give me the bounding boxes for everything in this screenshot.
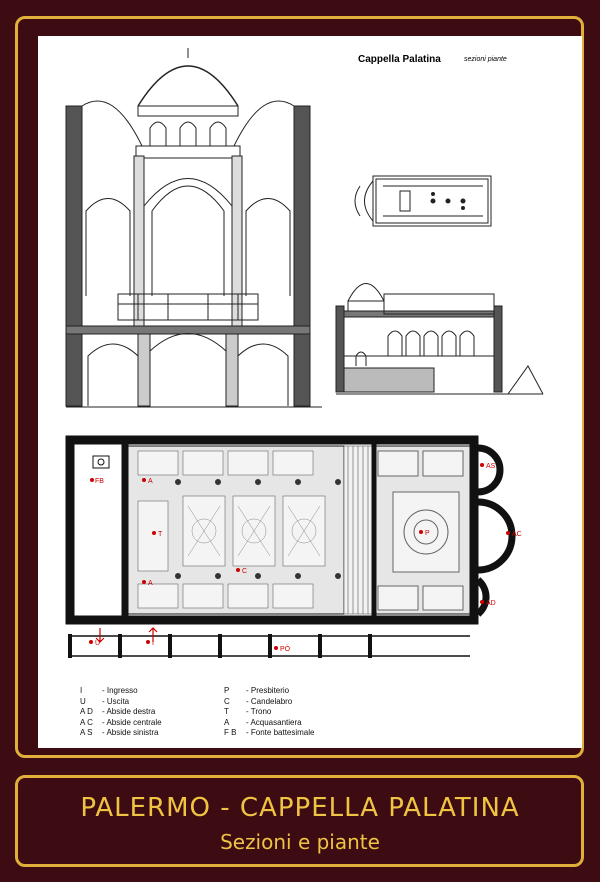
plan-label-markers <box>89 463 510 650</box>
label-ac: AC <box>512 531 522 538</box>
sheet-subtitle: sezioni piante <box>464 56 507 63</box>
legend-item: A C- Abside centrale <box>80 717 162 727</box>
label-a-top: A <box>148 478 153 485</box>
label-fb: FB <box>95 478 104 485</box>
label-i: I <box>152 640 154 647</box>
floor-plan <box>65 435 516 658</box>
legend-item: A S- Abside sinistra <box>80 728 159 737</box>
legend-item: P- Presbiterio <box>224 686 290 695</box>
label-u: U <box>95 640 100 647</box>
drawing-sheet: Cappella Palatina sezioni piante <box>38 36 582 748</box>
legend-left: I- Ingresso U- Uscita A D- Abside destra… <box>80 686 162 739</box>
small-plan <box>354 175 492 227</box>
label-as: AS <box>486 463 496 470</box>
label-a-bottom: A <box>148 580 153 587</box>
legend-right: P- Presbiterio C- Candelabro T- Trono A-… <box>224 686 314 739</box>
legend-item: A- Acquasantiera <box>224 717 302 727</box>
label-t: T <box>158 531 163 538</box>
caption-title: PALERMO - CAPPELLA PALATINA <box>80 793 520 823</box>
legend-item: F B- Fonte battesimale <box>224 728 315 737</box>
longitudinal-section <box>335 283 544 395</box>
legend-item: T- Trono <box>224 707 272 716</box>
transverse-section <box>65 48 322 408</box>
label-ad: AD <box>486 600 496 607</box>
sheet-title: Cappella Palatina <box>358 54 441 65</box>
caption-frame <box>15 775 584 867</box>
label-po: PÒ <box>280 644 291 653</box>
legend-item: A D- Abside destra <box>80 707 156 716</box>
label-c: C <box>242 568 247 575</box>
legend-item: I- Ingresso <box>80 686 138 695</box>
caption-subtitle: Sezioni e piante <box>220 830 380 854</box>
architectural-drawings: FB U I PÒ A T A C P AS AC AD <box>65 48 544 658</box>
legend-item: C- Candelabro <box>224 696 293 706</box>
label-p: P <box>425 530 430 537</box>
legend-item: U- Uscita <box>80 696 130 706</box>
